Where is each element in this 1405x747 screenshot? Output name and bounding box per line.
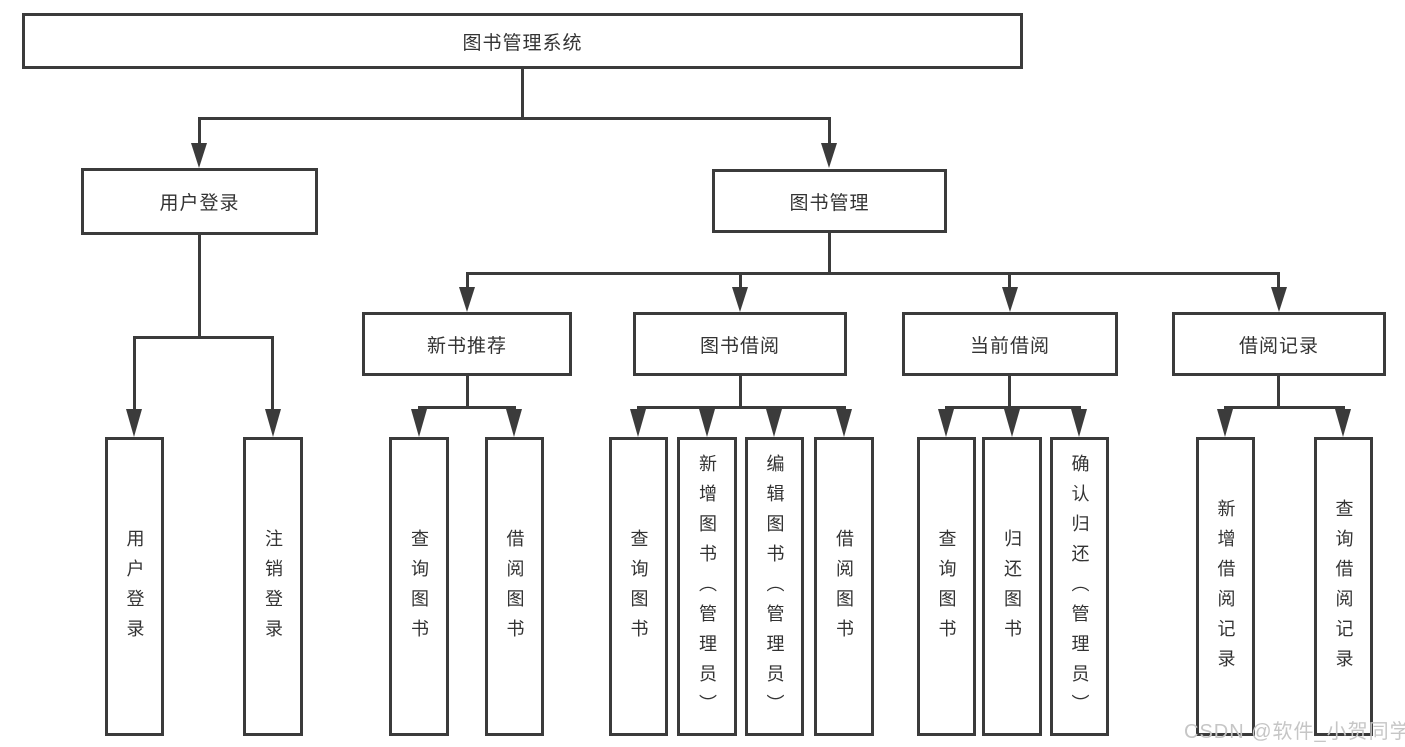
leaf-query-books-1: 查询图书 — [389, 437, 449, 736]
leaf-add-borrow-record: 新增借阅记录 — [1196, 437, 1255, 736]
node-book-borrow: 图书借阅 — [633, 312, 847, 376]
connector-line — [1008, 272, 1011, 288]
arrow-down-icon — [1271, 287, 1287, 312]
connector-line — [199, 117, 831, 120]
connector-line — [466, 272, 1280, 275]
arrow-down-icon — [411, 409, 427, 437]
arrow-down-icon — [938, 409, 954, 437]
arrow-down-icon — [506, 409, 522, 437]
arrow-down-icon — [1071, 409, 1087, 437]
connector-line — [133, 336, 136, 414]
connector-line — [828, 117, 831, 145]
connector-line — [198, 235, 201, 336]
leaf-query-books-3: 查询图书 — [917, 437, 976, 736]
connector-line — [828, 233, 831, 272]
connector-line — [945, 406, 1081, 409]
connector-line — [466, 272, 469, 288]
leaf-edit-books-admin: 编辑图书（管理员） — [745, 437, 804, 736]
node-book-management: 图书管理 — [712, 169, 947, 233]
leaf-add-books-admin: 新增图书（管理员） — [677, 437, 737, 736]
node-borrow-record: 借阅记录 — [1172, 312, 1386, 376]
arrow-down-icon — [699, 409, 715, 437]
connector-line — [521, 69, 524, 117]
connector-line — [637, 406, 846, 409]
connector-line — [271, 336, 274, 414]
node-root-library-management-system: 图书管理系统 — [22, 13, 1023, 69]
leaf-borrow-books-2: 借阅图书 — [814, 437, 874, 736]
arrow-down-icon — [732, 287, 748, 312]
arrow-down-icon — [821, 143, 837, 168]
connector-line — [133, 336, 274, 339]
arrow-down-icon — [191, 143, 207, 168]
leaf-query-borrow-record: 查询借阅记录 — [1314, 437, 1373, 736]
arrow-down-icon — [459, 287, 475, 312]
csdn-watermark: CSDN @软件_小贺同学 — [1184, 721, 1405, 743]
arrow-down-icon — [126, 409, 142, 437]
leaf-confirm-return-admin: 确认归还（管理员） — [1050, 437, 1109, 736]
arrow-down-icon — [1217, 409, 1233, 437]
connector-line — [1277, 272, 1280, 288]
node-current-borrow: 当前借阅 — [902, 312, 1118, 376]
connector-line — [1277, 376, 1280, 406]
connector-line — [1008, 376, 1011, 406]
connector-line — [739, 376, 742, 406]
node-new-book-recommend: 新书推荐 — [362, 312, 572, 376]
arrow-down-icon — [1004, 409, 1020, 437]
leaf-user-login: 用户登录 — [105, 437, 164, 736]
node-user-login: 用户登录 — [81, 168, 318, 235]
arrow-down-icon — [1002, 287, 1018, 312]
leaf-borrow-books-1: 借阅图书 — [485, 437, 544, 736]
arrow-down-icon — [630, 409, 646, 437]
arrow-down-icon — [766, 409, 782, 437]
connector-line — [1224, 406, 1345, 409]
connector-line — [739, 272, 742, 288]
connector-line — [418, 406, 516, 409]
arrow-down-icon — [1335, 409, 1351, 437]
connector-line — [198, 117, 201, 145]
leaf-query-books-2: 查询图书 — [609, 437, 668, 736]
arrow-down-icon — [836, 409, 852, 437]
connector-line — [466, 376, 469, 406]
leaf-return-books: 归还图书 — [982, 437, 1042, 736]
leaf-logout: 注销登录 — [243, 437, 303, 736]
arrow-down-icon — [265, 409, 281, 437]
